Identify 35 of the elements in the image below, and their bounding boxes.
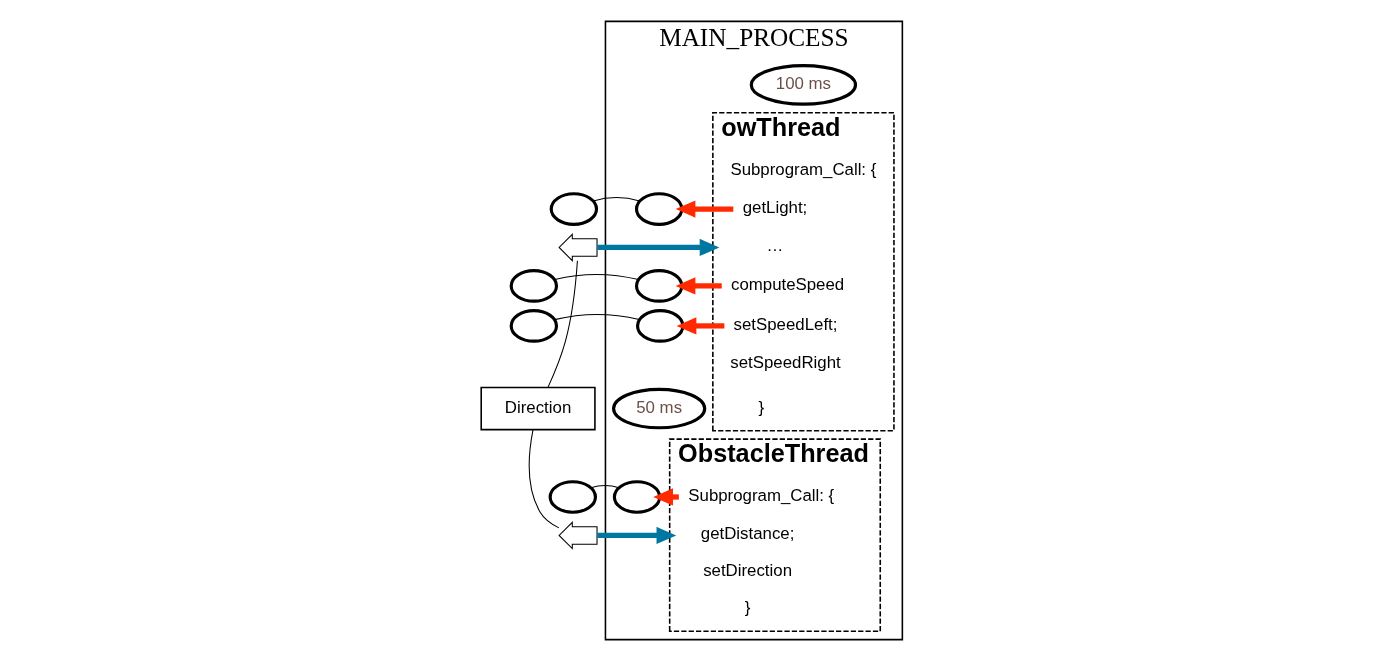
node-pentagon: [558, 233, 598, 262]
node-ellipse: 100 ms: [749, 64, 858, 106]
node-box: Direction: [480, 386, 596, 431]
arrow: [675, 277, 722, 295]
node-text: getLight;: [742, 198, 808, 218]
node-circle: [548, 480, 598, 514]
arrow: [597, 526, 677, 545]
connector: [554, 273, 639, 281]
node-circle: [549, 192, 599, 226]
node-circle: [635, 309, 685, 343]
connector: [590, 485, 620, 489]
node-text: setSpeedLeft;: [733, 314, 838, 334]
node-text: setSpeedRight: [730, 353, 841, 373]
arrow: [676, 317, 725, 335]
connector: [554, 313, 640, 321]
node-ellipse: 50 ms: [612, 387, 707, 430]
node-text: Subprogram_Call: {: [688, 486, 835, 505]
node-circle: [634, 192, 684, 226]
node-text: setDirection: [703, 561, 793, 581]
arrow: [675, 200, 734, 218]
node-circle: [509, 309, 559, 343]
node-text: getDistance;: [700, 524, 795, 544]
node-text: }: [744, 598, 751, 618]
connector: [528, 429, 560, 529]
connector: [592, 197, 641, 202]
node-pentagon: [558, 521, 598, 550]
connector: [547, 260, 578, 388]
node-text: Subprogram_Call: {: [730, 159, 877, 179]
node-text: computeSpeed: [730, 274, 845, 294]
node-circle: [634, 269, 684, 303]
node-circle: [509, 269, 559, 303]
node-text: …: [766, 236, 784, 256]
node-circle: [612, 480, 662, 514]
node-text: }: [758, 397, 765, 417]
arrow: [597, 238, 720, 257]
